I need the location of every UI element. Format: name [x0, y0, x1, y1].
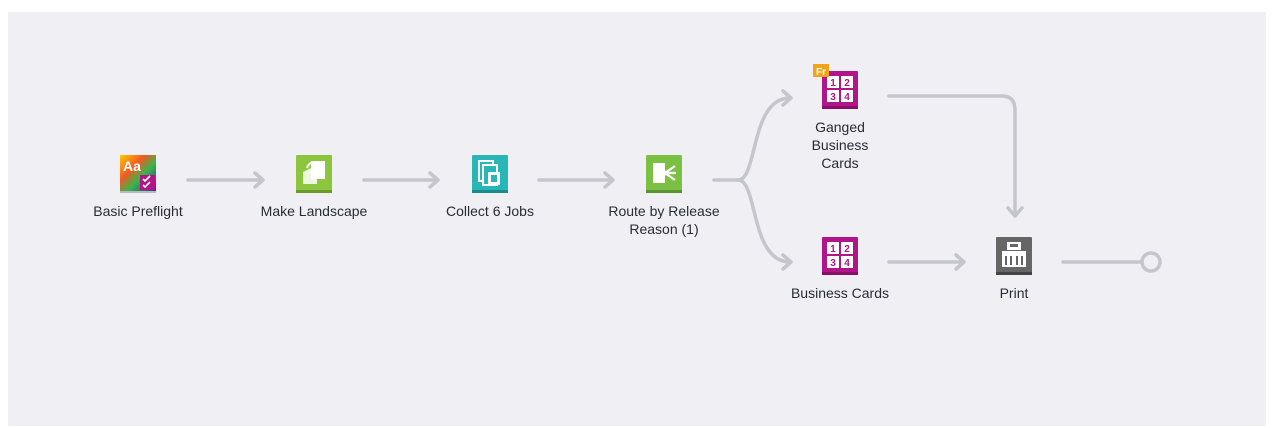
end-terminal — [1140, 251, 1162, 273]
rotate-page-icon — [296, 155, 332, 193]
arrowhead — [781, 89, 793, 107]
imposition-icon: 1 2 3 4 — [822, 237, 858, 275]
svg-text:2: 2 — [844, 244, 850, 255]
node-label: Ganged Business Cards — [811, 119, 869, 171]
route-icon — [646, 155, 682, 193]
svg-text:4: 4 — [844, 258, 850, 269]
node-label: Print — [999, 285, 1029, 301]
connector-split-ganged — [736, 96, 792, 182]
printer-icon — [996, 237, 1032, 275]
arrowhead — [428, 171, 440, 189]
svg-text:3: 3 — [830, 258, 836, 269]
svg-text:3: 3 — [830, 92, 836, 103]
svg-text:1: 1 — [830, 244, 836, 255]
badge-label: Fr — [816, 67, 826, 78]
connector-ganged-print — [887, 94, 1017, 217]
arrowhead — [603, 171, 615, 189]
svg-text:2: 2 — [844, 78, 850, 89]
node-label: Collect 6 Jobs — [446, 203, 534, 219]
arrowhead — [781, 253, 793, 271]
collect-jobs-icon — [472, 155, 508, 193]
connector-split-business — [736, 178, 792, 264]
node-label: Make Landscape — [260, 203, 368, 219]
arrowhead — [1006, 206, 1024, 218]
preflight-icon: Aa — [120, 155, 156, 193]
node-label: Business Cards — [790, 285, 890, 301]
svg-text:1: 1 — [830, 78, 836, 89]
arrowhead — [954, 253, 966, 271]
svg-text:4: 4 — [844, 92, 850, 103]
ganged-imposition-icon: 1 2 3 4 Fr — [813, 64, 858, 109]
node-label: Route by Release Reason (1) — [608, 203, 720, 237]
workflow-canvas — [8, 12, 1266, 426]
svg-text:Aa: Aa — [123, 158, 141, 174]
node-label: Basic Preflight — [93, 203, 183, 219]
arrowhead — [253, 171, 265, 189]
